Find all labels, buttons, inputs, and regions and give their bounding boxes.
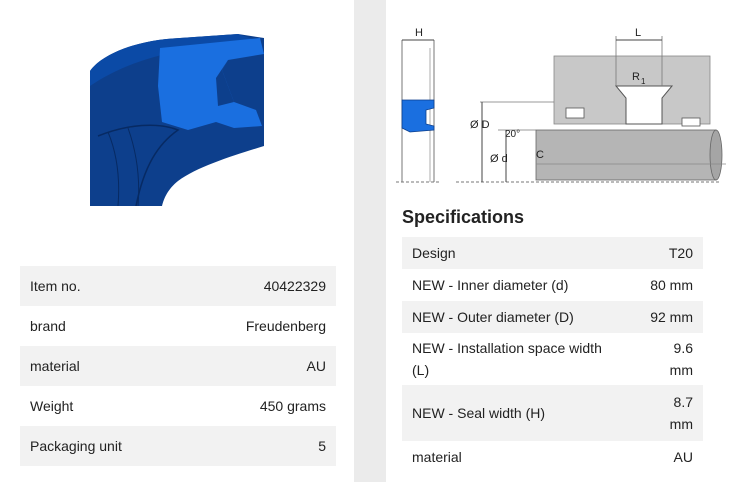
- seal-ring-edge-2: [107, 131, 120, 206]
- table-row: NEW - Seal width (H) 8.7 mm: [402, 385, 703, 441]
- detail-label: Packaging unit: [30, 438, 122, 454]
- detail-label: material: [30, 358, 80, 374]
- spec-label: Design: [412, 245, 456, 261]
- spec-value: AU: [673, 449, 693, 465]
- product-card: Item no. 40422329 brand Freudenberg mate…: [0, 0, 354, 482]
- label-d-outer: Ø D: [470, 119, 490, 131]
- spec-label: NEW - Inner diameter (d): [412, 277, 569, 293]
- table-row: material AU: [20, 346, 336, 386]
- seal-cross-section: [158, 38, 264, 130]
- table-row: NEW - Outer diameter (D) 92 mm: [402, 301, 703, 333]
- seal-ring-edge: [97, 124, 180, 206]
- shaft: [535, 129, 717, 181]
- detail-label: Weight: [30, 398, 74, 414]
- spec-value: T20: [668, 245, 693, 261]
- label-c: C: [536, 149, 544, 161]
- label-h: H: [415, 27, 423, 39]
- table-row: Design T20: [402, 237, 703, 269]
- specifications-table: Design T20 NEW - Inner diameter (d) 80 m…: [402, 237, 703, 473]
- table-row: NEW - Installation space width (L) 9.6 m…: [402, 333, 703, 385]
- spec-label: NEW - Outer diameter (D): [412, 309, 574, 325]
- detail-value: AU: [306, 358, 326, 374]
- label-r: R: [632, 71, 640, 83]
- spec-value: 92 mm: [650, 309, 693, 325]
- seal-ring-top: [90, 34, 256, 86]
- spec-label: NEW - Installation space width (L): [412, 340, 602, 378]
- detail-value: Freudenberg: [245, 318, 326, 334]
- detail-label: Item no.: [30, 278, 81, 294]
- specifications-card: H L R 1 Ø D Ø d 20° C Specifications: [386, 0, 736, 482]
- detail-label: brand: [30, 318, 66, 334]
- spec-label: material: [412, 449, 462, 465]
- technical-drawing: H L R 1 Ø D Ø d 20° C: [396, 27, 726, 183]
- seal-profile-icon: [401, 99, 435, 133]
- seal-lip-notch: [216, 60, 234, 106]
- detail-value: 40422329: [263, 278, 326, 294]
- detail-value: 5: [318, 438, 326, 454]
- label-r-sub: 1: [641, 77, 646, 86]
- table-row: Item no. 40422329: [20, 266, 336, 306]
- lip-seal-icon: [90, 34, 264, 206]
- table-row: NEW - Inner diameter (d) 80 mm: [402, 269, 703, 301]
- table-row: Packaging unit 5: [20, 426, 336, 466]
- label-angle: 20°: [505, 129, 520, 140]
- groove: [614, 85, 674, 125]
- label-d-inner: Ø d: [490, 153, 508, 165]
- table-row: brand Freudenberg: [20, 306, 336, 346]
- product-details-table: Item no. 40422329 brand Freudenberg mate…: [20, 266, 336, 466]
- specifications-heading: Specifications: [402, 207, 525, 227]
- detail-value: 450 grams: [259, 398, 326, 414]
- spec-label: NEW - Seal width (H): [412, 405, 546, 421]
- table-row: Weight 450 grams: [20, 386, 336, 426]
- spec-value: 8.7 mm: [669, 394, 693, 432]
- seal-ring-edge-3: [127, 127, 140, 206]
- spec-value: 9.6 mm: [669, 340, 693, 378]
- spec-value: 80 mm: [650, 277, 693, 293]
- table-row: material AU: [402, 441, 703, 473]
- label-l: L: [635, 27, 641, 39]
